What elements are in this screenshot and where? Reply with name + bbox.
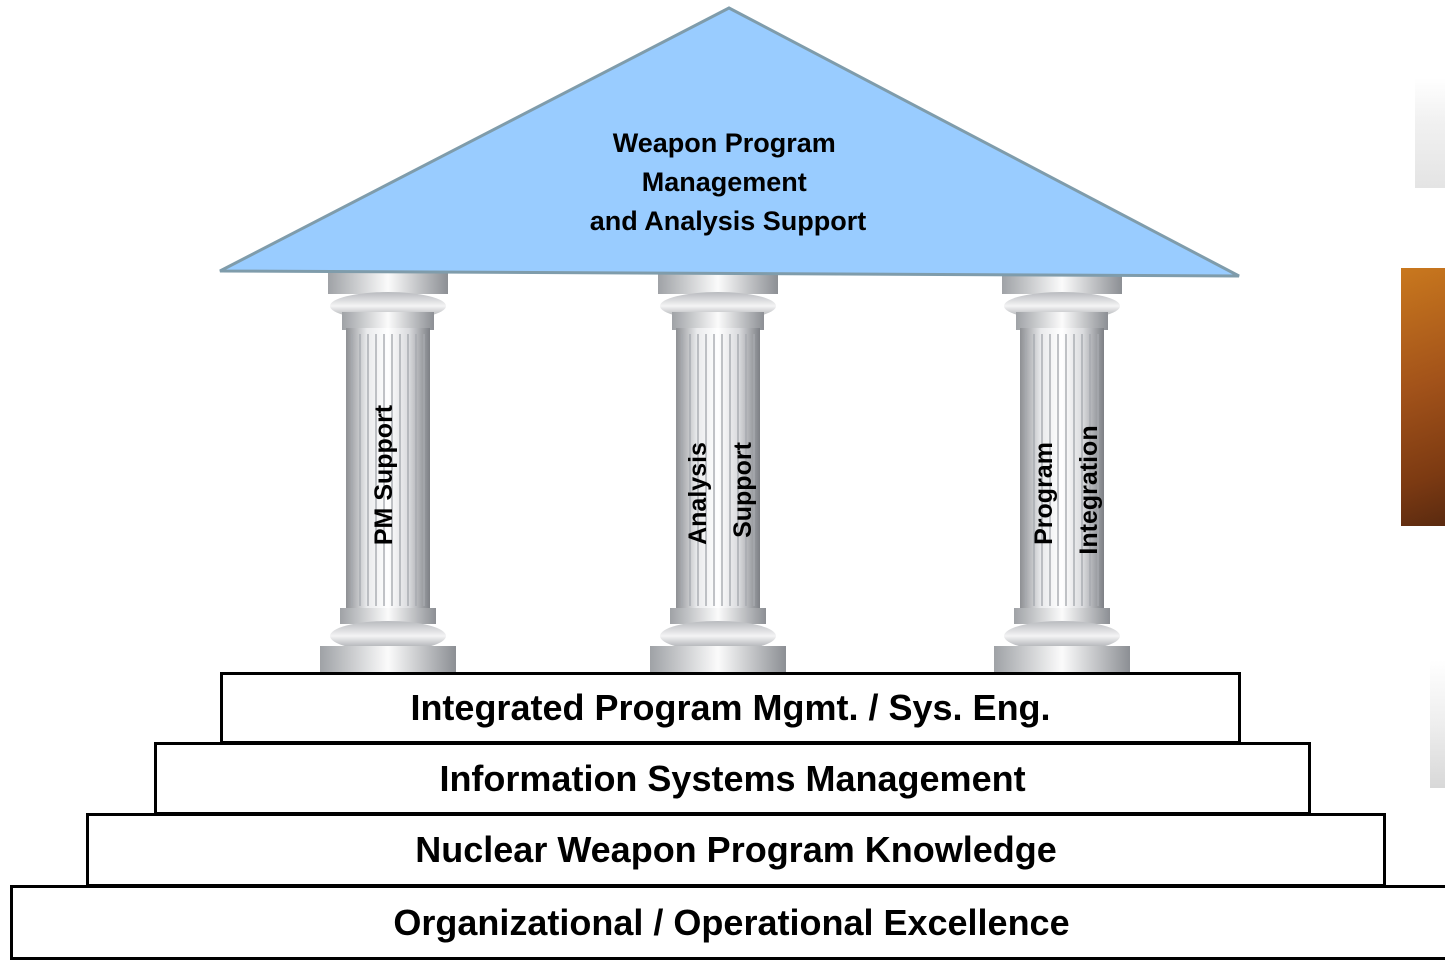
- pillar-plinth: [994, 646, 1130, 672]
- photo-meeting-icon: [1401, 268, 1445, 526]
- photo-person-icon: [1415, 78, 1445, 188]
- pillar-program-integration: [994, 272, 1130, 672]
- foundation-step-organizational-excellence: Organizational / Operational Excellence: [10, 885, 1445, 960]
- pillar-label-pm-support: PM Support: [370, 404, 398, 545]
- roof-triangle: [219, 6, 1240, 278]
- foundation-step-label: Information Systems Management: [439, 757, 1026, 799]
- pillar-label-program-integration: Program Integration: [1030, 425, 1103, 554]
- photo-person-icon: [1430, 660, 1445, 788]
- pillar-capital-top: [658, 272, 778, 294]
- foundation-step-label: Nuclear Weapon Program Knowledge: [415, 829, 1057, 870]
- pillar-capital-top: [328, 272, 448, 294]
- foundation-step-label: Integrated Program Mgmt. / Sys. Eng.: [410, 687, 1051, 728]
- pillar-base-ring: [340, 608, 436, 624]
- pillar-base-torus: [330, 621, 446, 651]
- pillar-base-torus: [1004, 621, 1120, 651]
- pillar-base-torus: [660, 621, 776, 651]
- pillar-capital-neck: [342, 312, 434, 330]
- foundation-step-nuclear-knowledge: Nuclear Weapon Program Knowledge: [86, 813, 1386, 887]
- pillar-base-ring: [670, 608, 766, 624]
- foundation-step-integrated-program: Integrated Program Mgmt. / Sys. Eng.: [220, 672, 1241, 744]
- pillar-plinth: [320, 646, 456, 672]
- pillar-pm-support: [320, 272, 456, 672]
- pillar-analysis-support: [650, 272, 786, 672]
- foundation-step-information-systems: Information Systems Management: [154, 742, 1311, 815]
- foundation-step-label: Organizational / Operational Excellence: [393, 901, 1070, 943]
- pillar-capital-neck: [1016, 312, 1108, 330]
- pillar-plinth: [650, 646, 786, 672]
- pillar-label-analysis-support: Analysis Support: [684, 435, 757, 545]
- pillar-base-ring: [1014, 608, 1110, 624]
- pillar-capital-top: [1002, 272, 1122, 294]
- roof-title: Weapon Program Management and Analysis S…: [590, 128, 867, 236]
- pillar-capital-neck: [672, 312, 764, 330]
